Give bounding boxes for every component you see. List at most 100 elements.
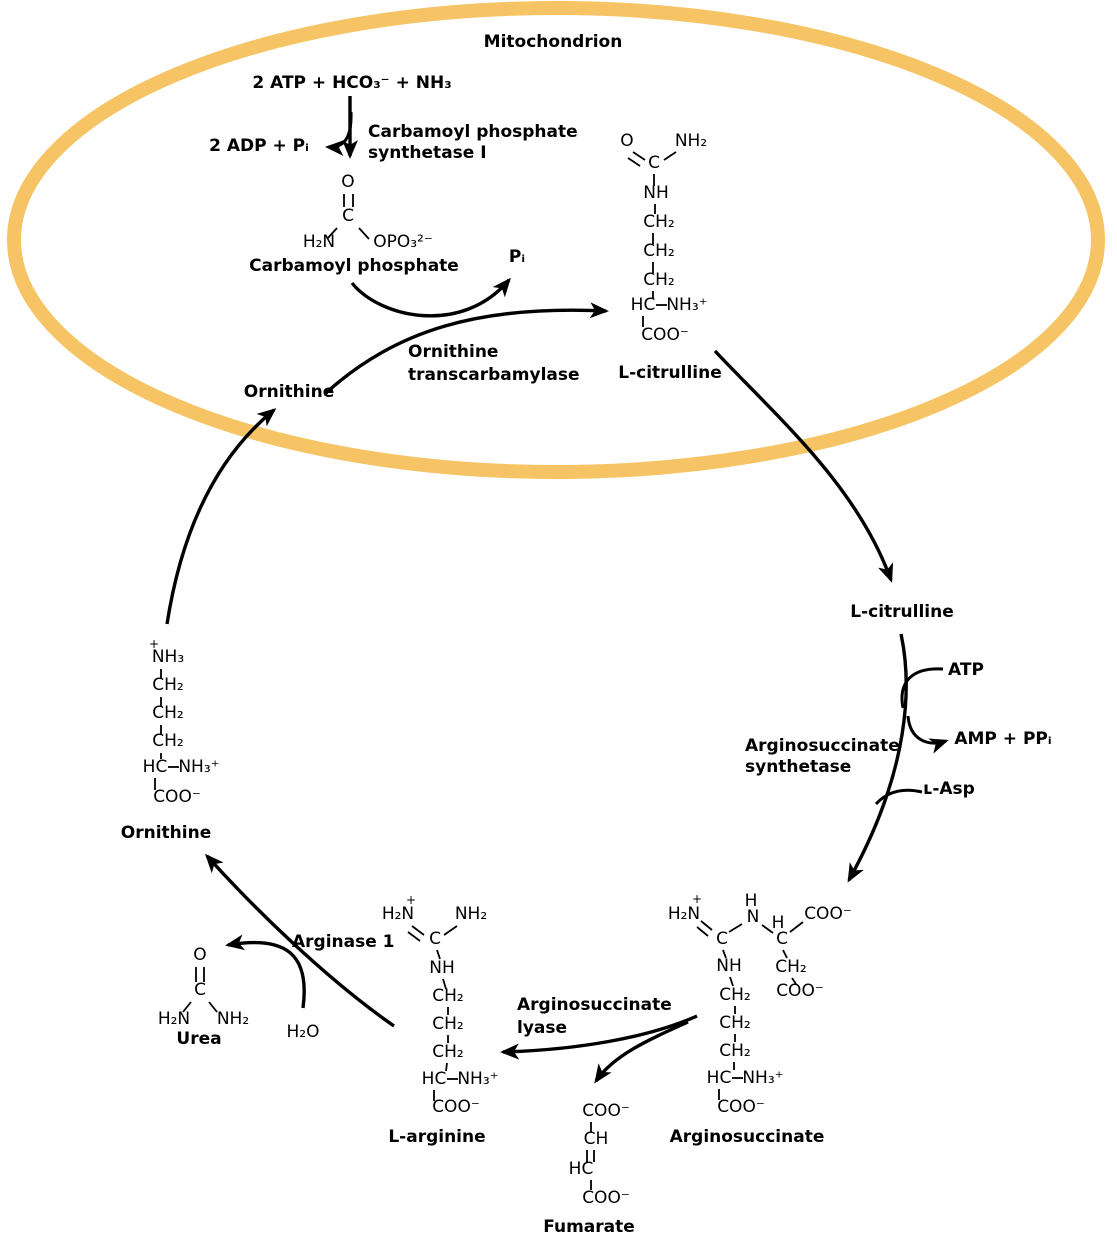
atom-label: H₂N <box>158 1009 190 1029</box>
molecule-label-fumarate: Fumarate <box>543 1217 635 1237</box>
atom-label: NH₃⁺ <box>457 1069 498 1089</box>
atom-label: NH <box>716 956 742 976</box>
atom-label: CH₂ <box>775 957 806 977</box>
atom-label: C <box>342 206 354 226</box>
otc-byproduct-label: Pᵢ <box>509 247 525 267</box>
atom-label: CH₂ <box>152 675 183 695</box>
atom-label: NH₃⁺ <box>742 1068 783 1088</box>
atom-label: NH₃⁺ <box>178 757 219 777</box>
atom-label: C <box>429 929 441 949</box>
bond <box>782 949 788 959</box>
asl-enzyme-label-line2: lyase <box>517 1018 567 1038</box>
arrow-cps1-byproduct <box>325 111 353 156</box>
ass-enzyme-label-line1: Arginosuccinate <box>745 736 900 756</box>
molecule-label-ornithine: Ornithine <box>121 823 211 843</box>
ass-asp-label: ʟ-Asp <box>923 779 975 799</box>
bond <box>411 925 425 936</box>
molecule-label-citrulline-top: L-citrulline <box>618 363 722 383</box>
atom-label: HC <box>631 295 656 315</box>
atom-label: NH₂ <box>675 131 707 151</box>
atom-label: C <box>648 153 660 173</box>
atom-label: COO⁻ <box>432 1097 480 1117</box>
atom-label: C <box>194 980 206 1000</box>
atom-label: HC <box>707 1068 732 1088</box>
arrow-ornithine-to-citrulline <box>324 302 609 395</box>
charge-label: + <box>149 637 159 651</box>
atom-label: H <box>772 913 785 933</box>
bond <box>443 925 458 936</box>
atom-label: HC <box>569 1159 594 1179</box>
otc-enzyme-label-line1: Ornithine <box>408 342 498 362</box>
bond <box>326 227 338 240</box>
atom-label: CH₂ <box>643 270 674 290</box>
atom-label: CH₂ <box>719 1013 750 1033</box>
ass-enzyme-label-line2: synthetase <box>745 757 851 777</box>
asl-enzyme-label-line1: Arginosuccinate <box>517 995 672 1015</box>
molecule-label-carbamoyl-phosphate: Carbamoyl phosphate <box>249 256 459 276</box>
atom-label: CH₂ <box>432 986 463 1006</box>
atom-label: CH₂ <box>719 985 750 1005</box>
atom-label: CH₂ <box>152 731 183 751</box>
arrow-otc-byproduct <box>350 277 511 318</box>
bond <box>208 1001 218 1013</box>
atom-label: COO⁻ <box>582 1101 630 1121</box>
atom-label: C <box>776 929 788 949</box>
cps1-enzyme-label-line1: Carbamoyl phosphate <box>368 122 578 142</box>
atom-label: OPO₃²⁻ <box>373 232 433 252</box>
arrow-ass-asp-in <box>874 788 923 806</box>
atom-label: COO⁻ <box>776 981 824 1001</box>
atom-label: CH₂ <box>432 1014 463 1034</box>
cps1-enzyme-label-line2: synthetase I <box>368 143 487 163</box>
charge-label: + <box>406 893 416 907</box>
molecule-urea: O C H₂N NH₂ Urea <box>158 945 249 1049</box>
molecule-arginosuccinate: H₂N + C H N H C COO⁻ NH CH₂ COO⁻ CH₂ CH₂… <box>668 891 852 1147</box>
bond <box>729 976 734 987</box>
mitochondrion-label: Mitochondrion <box>484 32 623 52</box>
atom-label: NH <box>643 183 669 203</box>
bond <box>696 926 709 937</box>
arrow-arginosuccinate-to-arginine <box>500 1014 698 1060</box>
bond <box>358 227 370 240</box>
atom-label: H₂N <box>668 904 700 924</box>
arrow-fumarate-out <box>594 1020 689 1084</box>
atom-label: COO⁻ <box>717 1097 765 1117</box>
atom-label: CH₂ <box>643 212 674 232</box>
citrulline-exported-label: L-citrulline <box>850 602 954 622</box>
bond <box>663 151 677 161</box>
atom-label: NH₃ <box>152 647 184 667</box>
atom-label: CH <box>584 1129 609 1149</box>
arrow-citrulline-to-arginosuccinate <box>847 633 908 883</box>
atom-label: CH₂ <box>432 1042 463 1062</box>
atom-label: O <box>341 172 354 192</box>
molecule-label-arginine: L-arginine <box>388 1127 485 1147</box>
atom-label: HC <box>422 1069 447 1089</box>
cps1-substrates-label: 2 ATP + HCO₃⁻ + NH₃ <box>252 73 451 93</box>
bond <box>442 978 447 990</box>
atom-label: CH₂ <box>152 703 183 723</box>
otc-enzyme-label-line2: transcarbamylase <box>408 365 580 385</box>
bond <box>632 151 646 161</box>
molecule-label-arginosuccinate: Arginosuccinate <box>670 1127 825 1147</box>
atom-label: H₂N <box>382 904 414 924</box>
bond <box>445 1062 448 1072</box>
arrow-arginase-urea-out <box>225 934 306 1009</box>
bond <box>789 921 804 933</box>
molecule-label-urea: Urea <box>176 1029 221 1049</box>
atom-label: NH₂ <box>217 1009 249 1029</box>
atom-label: COO⁻ <box>582 1188 630 1208</box>
atom-label: CH₂ <box>719 1041 750 1061</box>
atom-label: COO⁻ <box>804 904 852 924</box>
bond <box>436 949 441 960</box>
bond <box>700 920 713 931</box>
atom-label: O <box>193 945 206 965</box>
atom-label: H <box>745 891 758 911</box>
atom-label: H₂N <box>303 232 335 252</box>
atom-label: NH₂ <box>455 904 487 924</box>
ass-atp-label: ATP <box>948 660 984 680</box>
molecule-fumarate: COO⁻ CH HC COO⁻ Fumarate <box>543 1101 635 1237</box>
bond <box>627 157 641 167</box>
molecule-ornithine: + NH₃ CH₂ CH₂ CH₂ HC NH₃⁺ COO⁻ Ornithine <box>121 637 220 843</box>
atom-label: CH₂ <box>643 241 674 261</box>
bond <box>761 924 774 934</box>
